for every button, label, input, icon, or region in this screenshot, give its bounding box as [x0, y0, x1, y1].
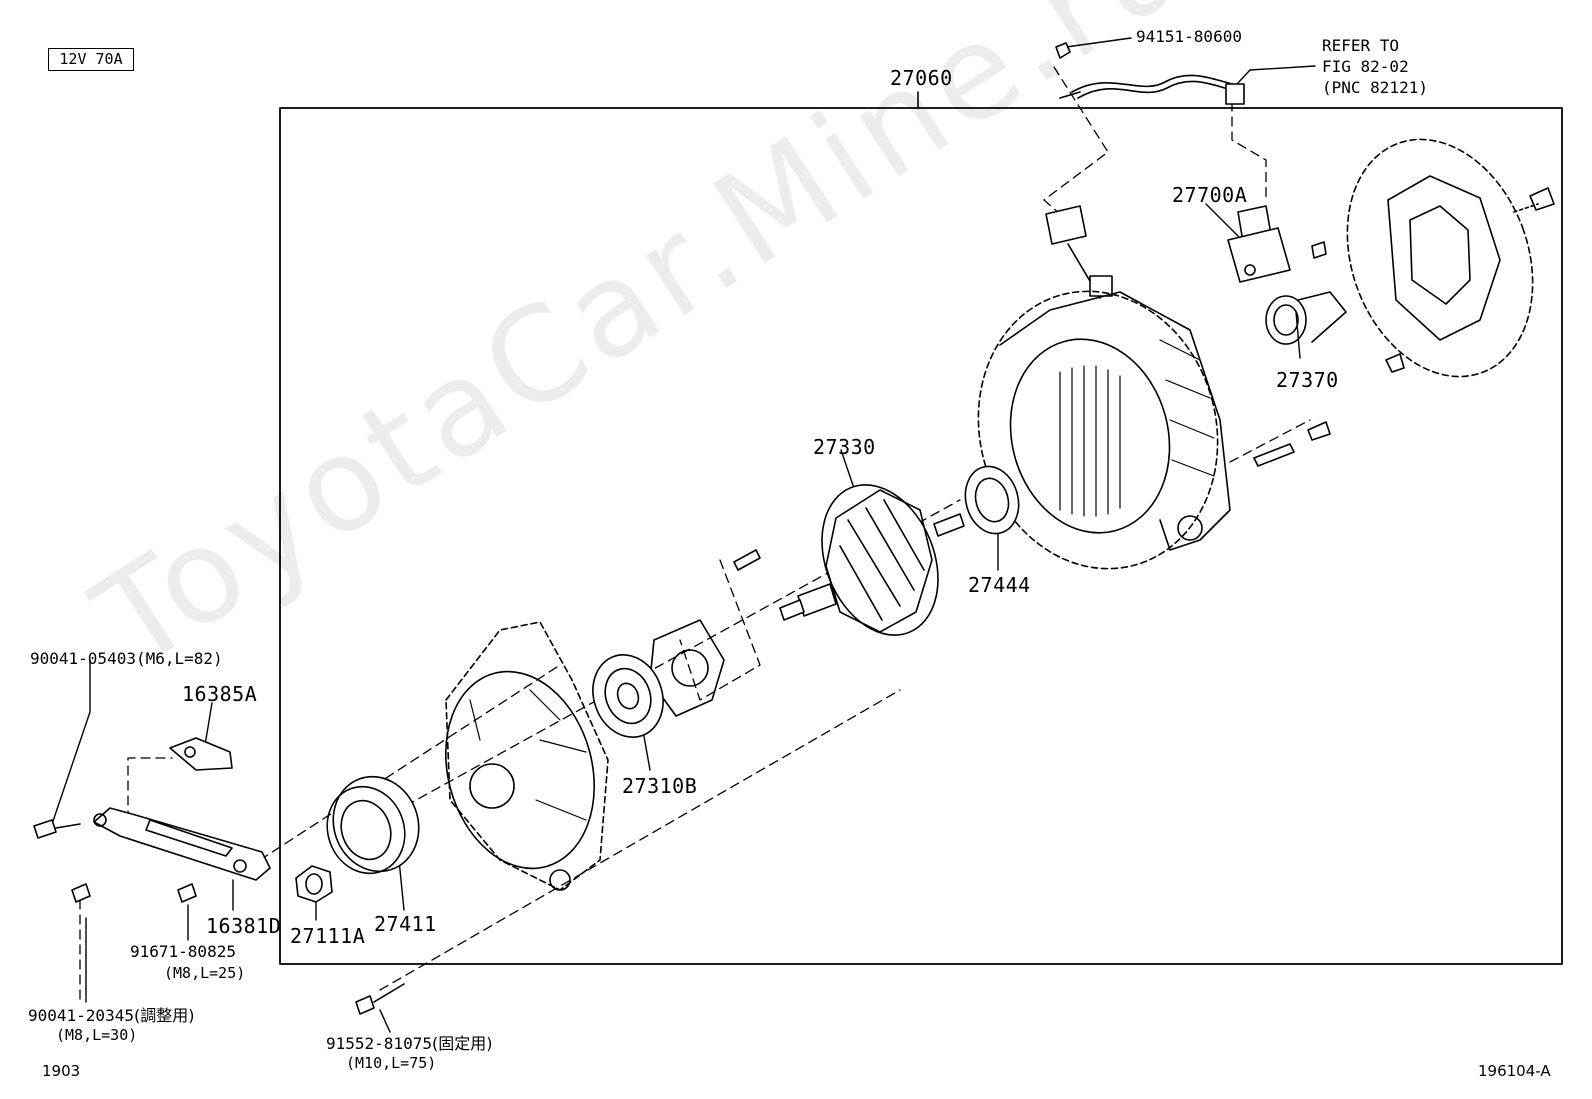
wire-dash-b — [1232, 102, 1266, 200]
label-refer-2: FIG 82-02 — [1322, 57, 1409, 76]
wire-dash-a — [1044, 67, 1108, 214]
label-assembly-27060: 27060 — [890, 66, 953, 90]
label-regulator: 27700A — [1172, 183, 1248, 207]
nut-part — [296, 866, 332, 902]
bearing-box-dash — [680, 560, 760, 700]
rear-housing — [948, 264, 1248, 596]
clip-part — [170, 738, 232, 770]
label-refer-3: (PNC 82121) — [1322, 78, 1428, 97]
label-refer-1: REFER TO — [1322, 36, 1400, 55]
label-bolt-small: 91671-80825 — [130, 942, 236, 961]
label-pulley: 27411 — [374, 912, 437, 936]
bracket-bolts — [34, 820, 404, 1014]
axis-line-bolt — [380, 690, 900, 990]
bearing-front — [582, 645, 675, 747]
label-bolt-fix: 91552-81075(固定用) — [326, 1036, 492, 1052]
front-housing — [425, 622, 616, 890]
label-bearing-front: 27310B — [622, 774, 698, 798]
label-nut: 27111A — [290, 924, 366, 948]
label-rotor: 27330 — [813, 435, 876, 459]
bolt-adjust-note: (調整用) — [133, 1006, 195, 1025]
brush-holder-part — [1266, 292, 1346, 344]
through-bolt — [1254, 422, 1330, 466]
label-bolt-adjust-spec: (M8,L=30) — [56, 1026, 138, 1044]
label-bolt-fix-spec: (M10,L=75) — [346, 1054, 437, 1072]
rear-cover — [1316, 113, 1565, 402]
bolt-fix-number: 91552-81075 — [326, 1034, 432, 1053]
footer-right-code: 196104-A — [1478, 1062, 1551, 1080]
bearing-rear — [958, 460, 1026, 539]
rotor-part — [780, 467, 964, 652]
regulator-part — [1228, 206, 1326, 282]
bolt-upper-number: 90041-05403 — [30, 649, 136, 668]
axis-line-bracket — [260, 665, 560, 860]
label-bearing-rear: 27444 — [968, 573, 1031, 597]
label-bolt-upper: 90041-05403(M6,L=82) — [30, 651, 223, 667]
bolt-fix-note: (固定用) — [431, 1034, 493, 1053]
terminal-boot — [1046, 206, 1112, 298]
bracket-part — [94, 808, 270, 880]
label-wire-harness: 94151-80600 — [1136, 27, 1242, 46]
label-bracket: 16381D — [206, 914, 282, 938]
axis-line-rear — [1230, 420, 1310, 462]
label-bolt-small-spec: (M8,L=25) — [164, 964, 246, 982]
label-brush-holder: 27370 — [1276, 368, 1339, 392]
clip-dash — [128, 758, 172, 820]
label-clip: 16385A — [182, 682, 258, 706]
bolt-upper-spec: (M6,L=82) — [135, 649, 223, 668]
pulley-part — [315, 765, 432, 885]
wire-harness — [1056, 43, 1244, 104]
bolt-adjust-number: 90041-20345 — [28, 1006, 134, 1025]
rotor-screw — [734, 550, 760, 570]
assembly-frame — [280, 108, 1562, 964]
label-bolt-adjust: 90041-20345(調整用) — [28, 1008, 194, 1024]
voltage-badge: 12V 70A — [48, 48, 134, 71]
footer-left-code: 1903 — [42, 1062, 81, 1080]
